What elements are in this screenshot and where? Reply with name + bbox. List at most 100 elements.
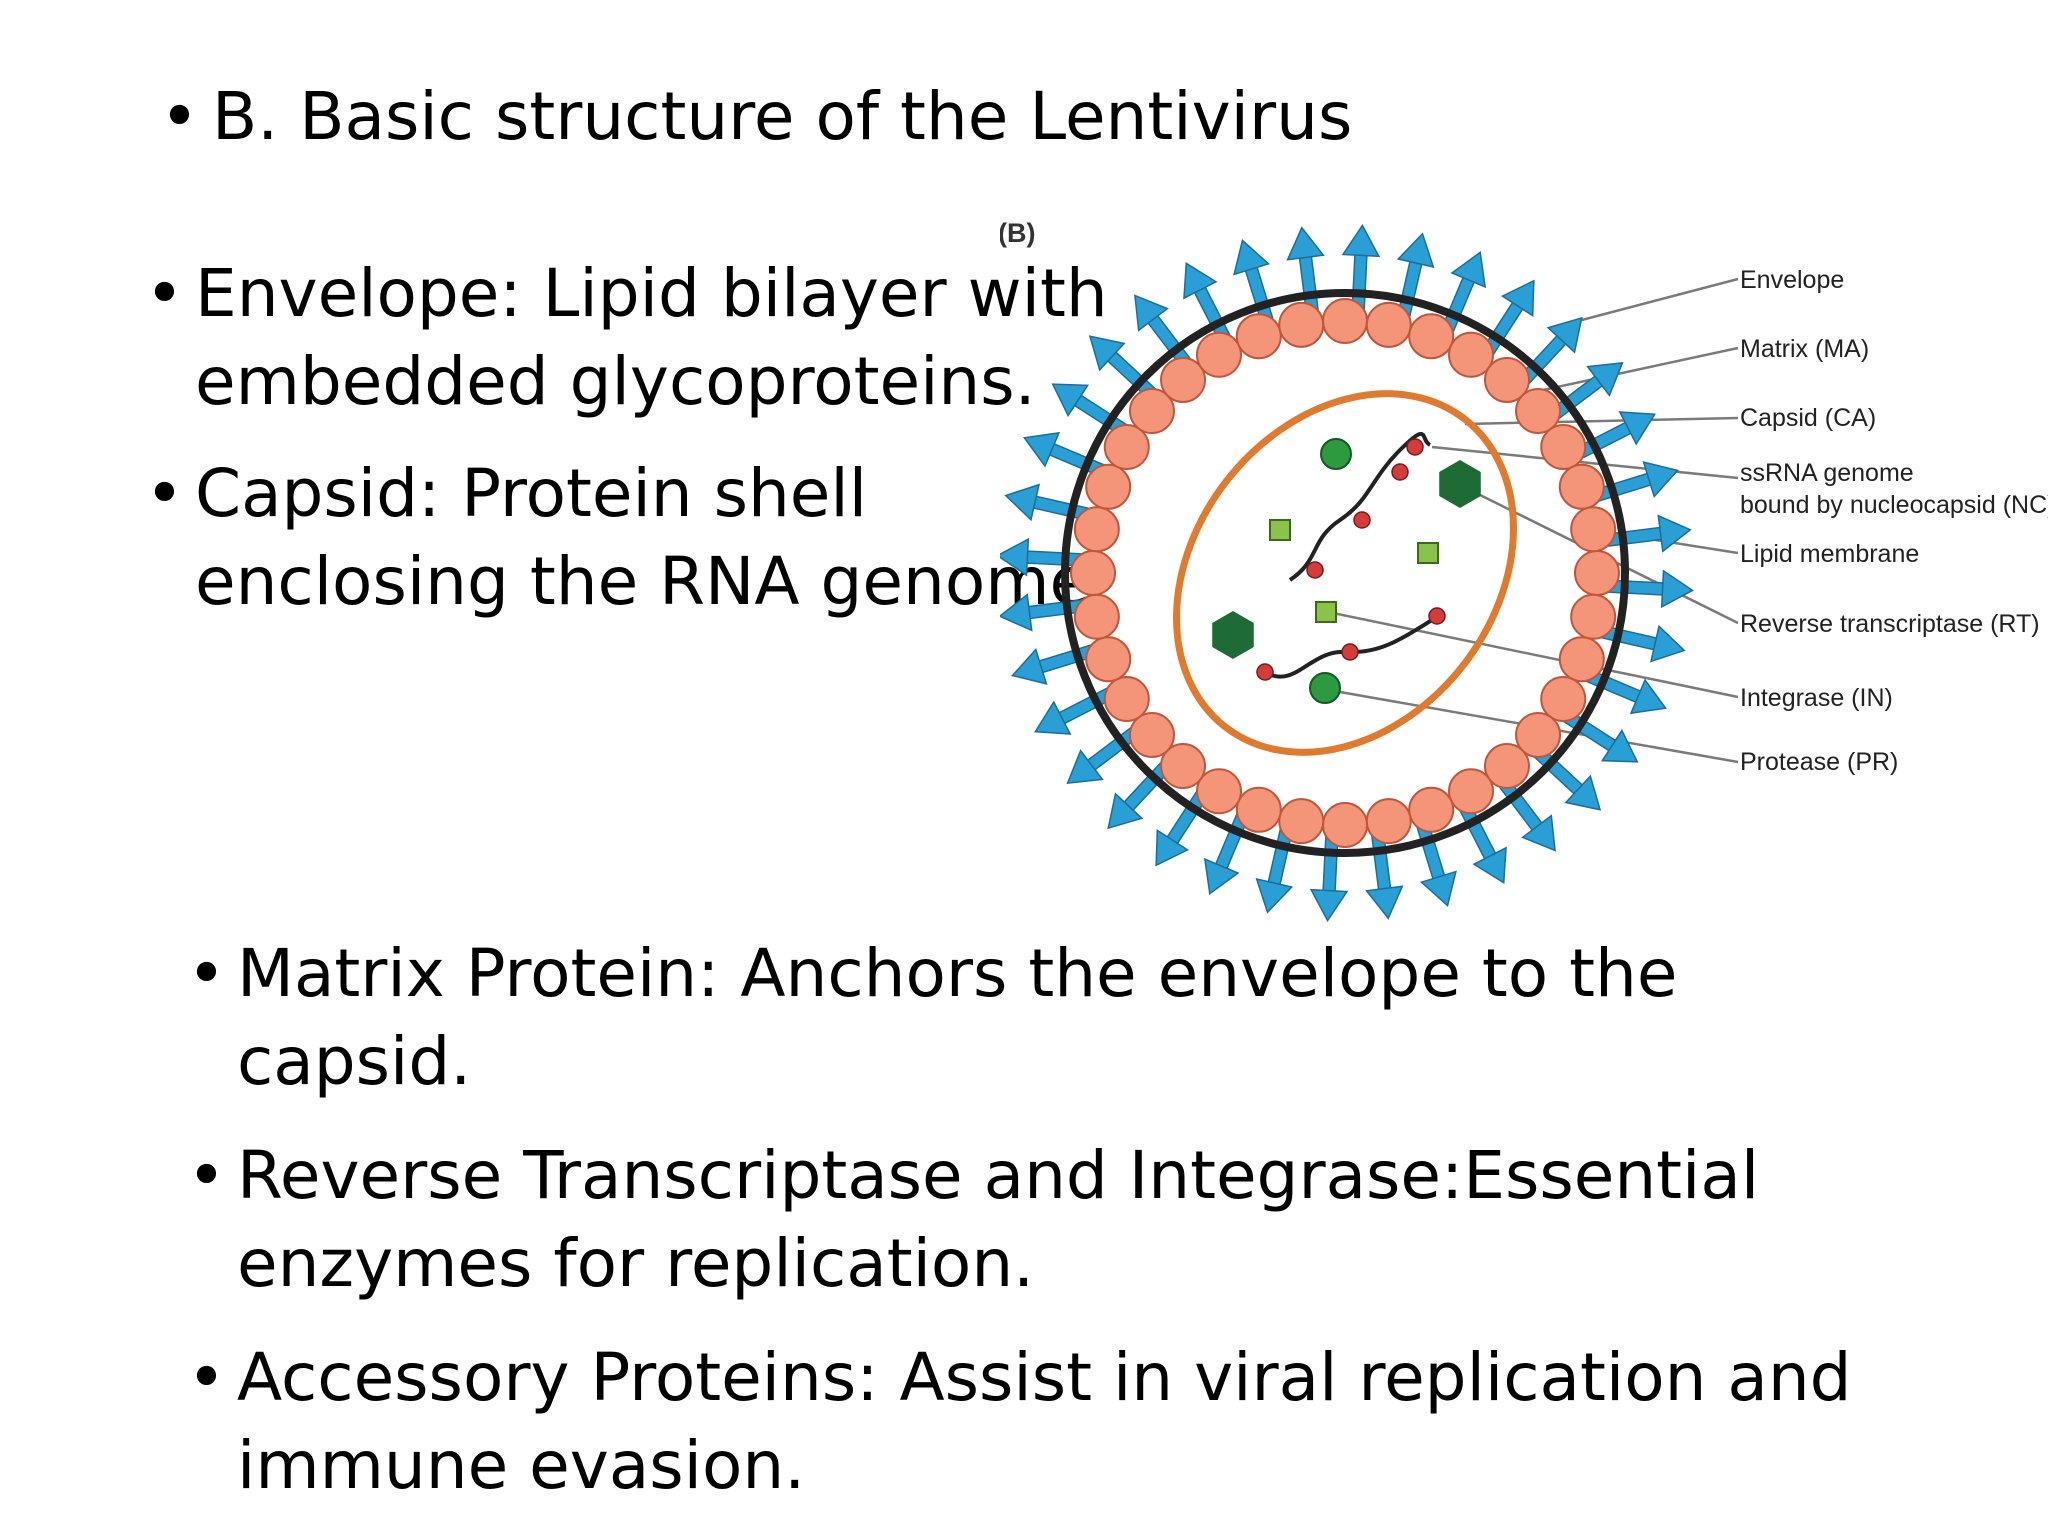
matrix-protein-icon [1103, 424, 1150, 470]
bullet-matrix-line-1: Matrix Protein: Anchors the envelope to … [237, 935, 1678, 1012]
matrix-protein-icon [1574, 550, 1620, 596]
bullet-dot: • [145, 255, 184, 332]
label-ssrna-2: bound by nucleocapsid (NC) [1740, 491, 2048, 519]
bullet-capsid-line-1: Capsid: Protein shell [195, 455, 868, 532]
spike-head [1051, 383, 1090, 418]
spike-head [1183, 262, 1218, 300]
spike-head [1365, 885, 1404, 920]
matrix-protein-icon [1160, 356, 1207, 403]
spike-head [1660, 569, 1695, 609]
matrix-protein-icon [1235, 313, 1282, 360]
nucleocapsid-icon [1406, 438, 1424, 456]
reverse-transcriptase-icon [1212, 611, 1254, 659]
matrix-protein-icon [1103, 676, 1150, 722]
glycoprotein-spike-icon [1066, 725, 1141, 784]
matrix-protein-icon [1365, 301, 1412, 348]
bullet-envelope-line-2: embedded glycoproteins. [195, 343, 1036, 420]
matrix-protein-icon [1085, 463, 1132, 510]
spike-head [1286, 226, 1325, 261]
matrix-protein-icon [1365, 798, 1412, 845]
lentivirus-diagram: (B) Envelope Matrix (MA) Capsid (CA) ssR… [1000, 218, 2048, 923]
matrix-protein-icon [1278, 301, 1325, 348]
matrix-protein-icon [1073, 506, 1120, 553]
spike-head [1107, 792, 1144, 830]
spike-head [1521, 814, 1556, 852]
bullet-dot: • [160, 78, 199, 155]
matrix-protein-icon [1128, 388, 1175, 435]
spike-head [1066, 749, 1104, 784]
label-protease: Protease (PR) [1740, 748, 1898, 776]
glycoprotein-spike-icon [1034, 686, 1116, 735]
matrix-protein-icon [1515, 388, 1562, 435]
glycoprotein-spike-icon [1549, 362, 1624, 421]
bullet-accessory-line-1: Accessory Proteins: Assist in viral repl… [237, 1339, 1852, 1416]
spike-head [1233, 239, 1270, 276]
glycoprotein-spike-icon [1481, 279, 1535, 358]
spike-head [1309, 888, 1349, 923]
leader-line [1464, 416, 1739, 426]
capsid-shell [1173, 390, 1517, 756]
nucleocapsid-icon [1256, 663, 1274, 681]
glycoprotein-spike-icon [1233, 239, 1275, 326]
integrase-icon [1417, 542, 1439, 564]
spike-head [1600, 728, 1639, 763]
glycoprotein-spike-icon [1440, 251, 1487, 335]
spike-head [1500, 279, 1535, 318]
matrix-protein-icon [1235, 786, 1282, 833]
spike-head [1088, 335, 1126, 372]
spike-head [1341, 223, 1381, 258]
bullet-dot: • [187, 1137, 226, 1214]
matrix-protein-icon [1322, 802, 1368, 848]
matrix-protein-icon [1408, 786, 1455, 833]
matrix-protein-icon [1196, 768, 1242, 815]
nucleocapsid-icon [1341, 643, 1359, 661]
matrix-protein-icon [1540, 424, 1587, 470]
spike-head [1564, 774, 1602, 811]
bullet-capsid-line-2: enclosing the RNA genome. [195, 543, 1112, 620]
label-lipid-membrane: Lipid membrane [1740, 540, 1919, 568]
diagram-labels: Envelope Matrix (MA) Capsid (CA) ssRNA g… [1740, 266, 2048, 776]
protease-icon [1309, 672, 1341, 704]
nucleocapsid-icon [1391, 463, 1409, 481]
bullet-dot: • [145, 455, 184, 532]
label-ssrna-1: ssRNA genome [1740, 459, 1914, 487]
matrix-protein-icon [1322, 298, 1368, 344]
matrix-protein-icon [1085, 636, 1132, 683]
leader-line [1577, 277, 1739, 323]
matrix-protein-icon [1160, 743, 1207, 790]
spike-head [1618, 411, 1656, 446]
spike-head [1586, 362, 1624, 397]
bullet-dot: • [187, 1339, 226, 1416]
matrix-protein-icon [1558, 463, 1605, 510]
spike-head [1004, 483, 1041, 522]
leader-line [1327, 610, 1739, 699]
matrix-protein-icon [1073, 593, 1120, 640]
glycoprotein-spike-icon [1458, 802, 1507, 884]
spike-head [1396, 232, 1435, 269]
spike-head [1000, 537, 1030, 577]
spike-head [1472, 846, 1507, 884]
integrase-icon [1315, 601, 1337, 623]
matrix-protein-icon [1278, 798, 1325, 845]
nucleocapsid-icon [1428, 607, 1446, 625]
spike-head [1629, 678, 1667, 715]
label-envelope: Envelope [1740, 266, 1844, 294]
glycoprotein-spike-icon [1023, 431, 1107, 478]
spike-head [1420, 870, 1457, 907]
spike-head [1657, 514, 1692, 553]
matrix-protein-ring [1070, 298, 1620, 848]
spike-head [1255, 877, 1294, 914]
matrix-protein-icon [1540, 676, 1587, 722]
matrix-protein-icon [1570, 506, 1617, 553]
protease-icon [1320, 438, 1352, 470]
spike-head [1011, 648, 1048, 685]
bullet-dot: • [187, 935, 226, 1012]
matrix-protein-icon [1483, 743, 1530, 790]
nucleocapsid-icon [1353, 511, 1371, 529]
spike-head [1000, 593, 1033, 632]
rna-strand [1288, 431, 1432, 582]
leader-line [1431, 445, 1739, 480]
label-reverse-transcriptase: Reverse transcriptase (RT) [1740, 610, 2040, 638]
bullet-matrix-line-2: capsid. [237, 1023, 472, 1100]
matrix-protein-icon [1408, 313, 1455, 360]
